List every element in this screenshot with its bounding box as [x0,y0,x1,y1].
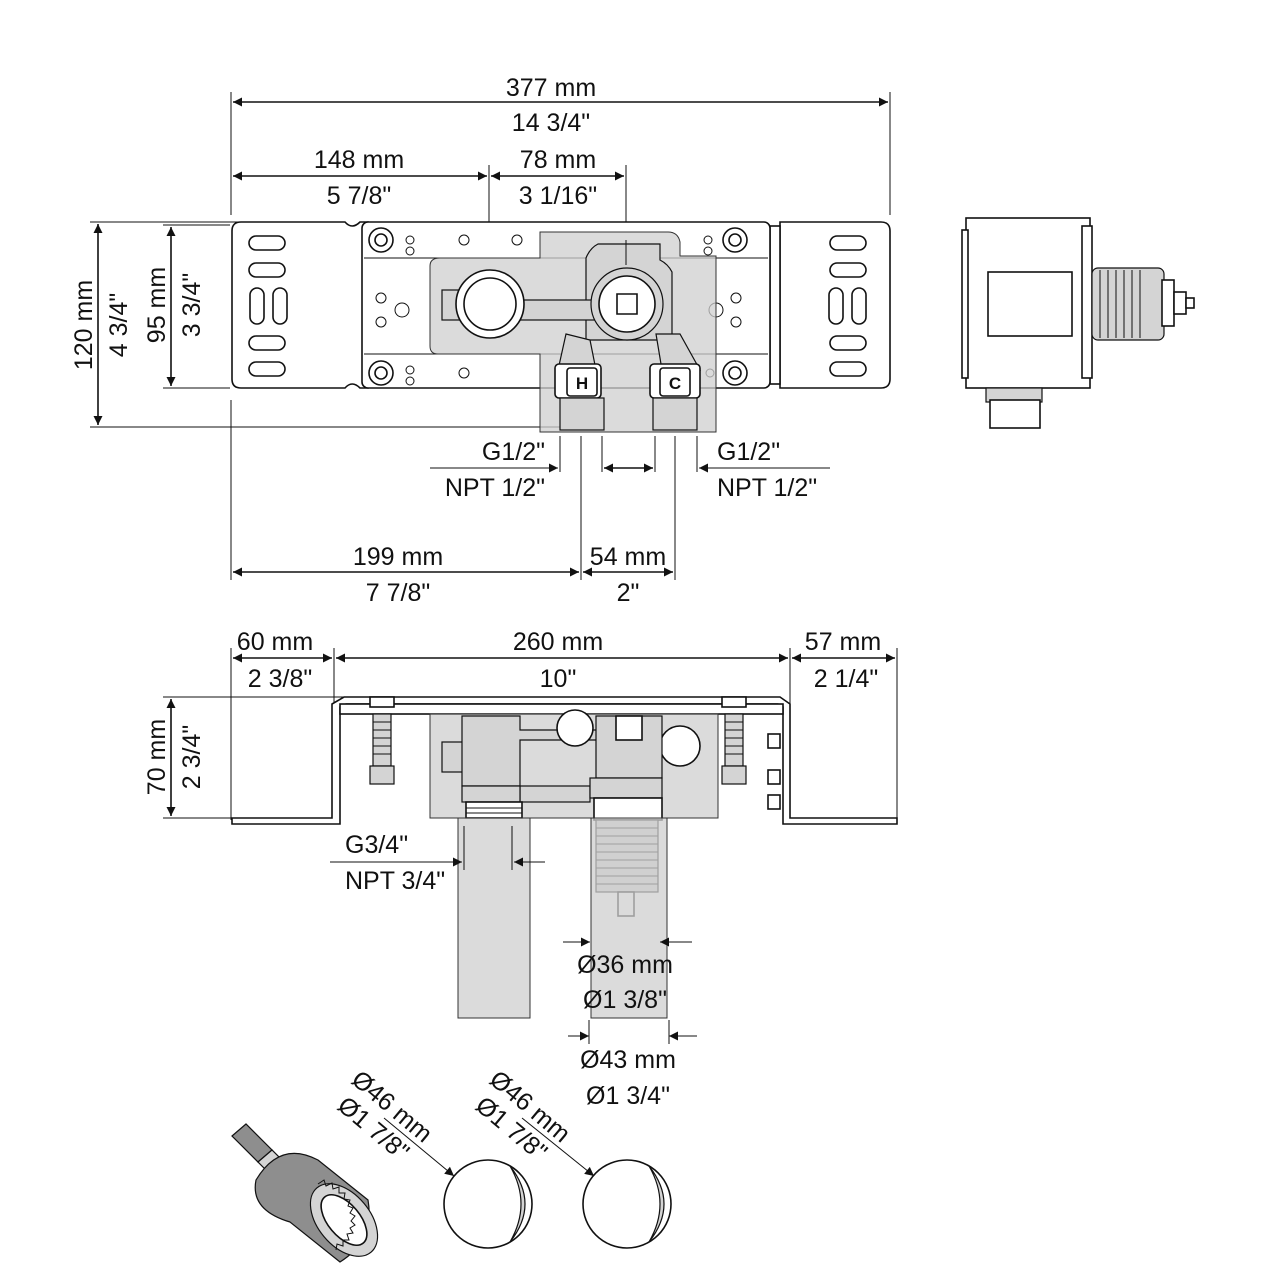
right-flange-mm: 57 mm [805,628,881,656]
side-view [961,217,1195,429]
valve-body: H C [429,231,717,433]
outlet-thread-label: G3/4" [345,831,408,859]
overall-width-in: 14 3/4" [512,109,590,137]
inner-height-in: 3 3/4" [178,273,206,337]
height-in: 4 3/4" [105,293,133,357]
body-in: 10" [540,665,577,693]
right-flange-in: 2 1/4" [814,665,878,693]
spindle-diameter-mm: Ø36 mm [577,951,673,979]
outlet-spacing-mm: 54 mm [590,543,666,571]
right-bolt [721,696,747,785]
left-flange-mm: 60 mm [237,628,313,656]
left-mounting-bracket [231,221,369,389]
hot-label: H [576,374,588,393]
front-view: 60 mm 2 3/8" 260 mm 10" 57 mm 2 1/4" 70 … [143,628,898,1110]
cold-label: C [669,374,681,393]
left-bolt [369,696,395,785]
sleeve-diameter-mm: Ø43 mm [580,1046,676,1074]
left-offset-mm: 148 mm [314,146,404,174]
outlet-offset-in: 7 7/8" [366,579,430,607]
spindle-diameter-in: Ø1 3/8" [583,986,667,1014]
right-mounting-bracket [769,221,891,389]
outlet-offset-mm: 199 mm [353,543,443,571]
left-thread-label: G1/2" [482,438,545,466]
body-mm: 260 mm [513,628,603,656]
height-mm: 120 mm [70,280,98,370]
outlet-npt-label: NPT 3/4" [345,867,445,895]
sleeve-diameter-in: Ø1 3/4" [586,1082,670,1110]
left-offset-in: 5 7/8" [327,182,391,210]
bracket-profile [231,696,898,825]
depth-in: 2 3/4" [178,725,206,789]
left-npt-label: NPT 1/2" [445,474,545,502]
valve-cartridge [556,709,701,1019]
valve-spacing-mm: 78 mm [520,146,596,174]
left-outlet-sleeve [457,817,531,1019]
hole-saw-icon [231,1123,379,1263]
outlet-spacing-in: 2" [617,579,640,607]
right-npt-label: NPT 1/2" [717,474,817,502]
left-flange-in: 2 3/8" [248,665,312,693]
valve-sleeve [590,817,668,1019]
depth-mm: 70 mm [143,719,171,795]
valve-stem-icon [616,293,638,315]
inner-height-mm: 95 mm [143,267,171,343]
overall-width-mm: 377 mm [506,74,596,102]
valve-spacing-in: 3 1/16" [519,182,597,210]
top-view: 377 mm 14 3/4" 148 mm 5 7/8" 78 mm 3 1/1… [70,74,891,607]
right-thread-label: G1/2" [717,438,780,466]
